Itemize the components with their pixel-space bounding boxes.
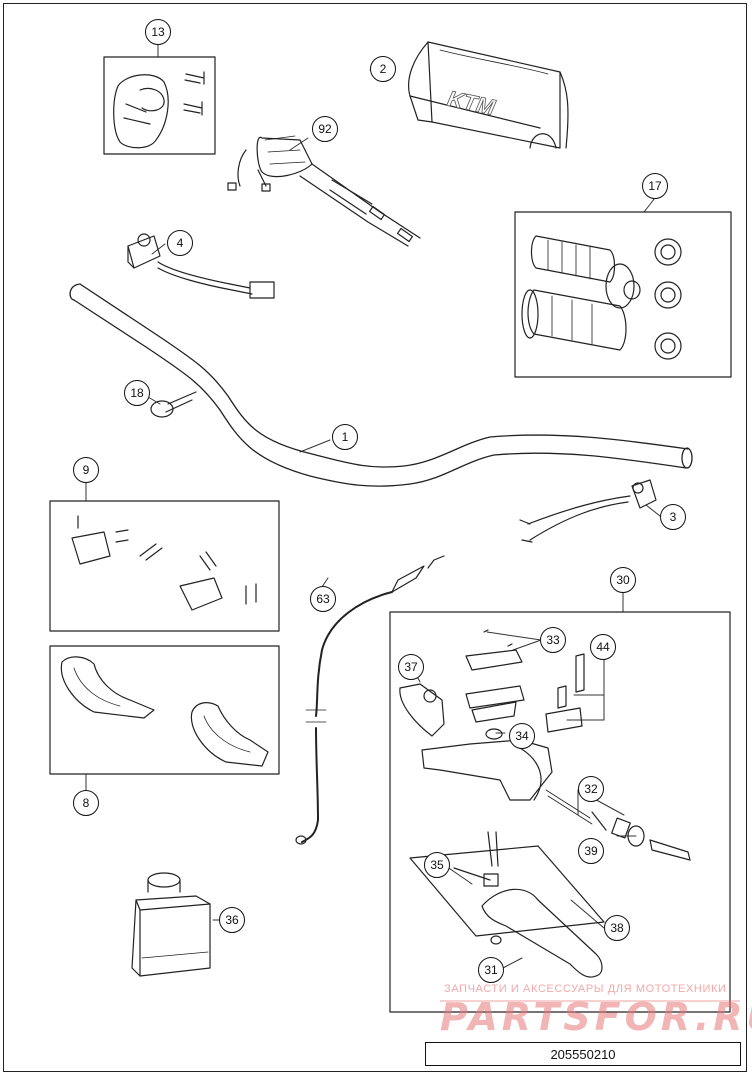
callout-38: 38 — [604, 915, 630, 941]
callout-39: 39 — [578, 838, 604, 864]
watermark-tagline: ЗАПЧАСТИ И АКСЕССУАРЫ ДЛЯ МОТОТЕХНИКИ — [444, 983, 727, 995]
group-box-17 — [514, 211, 732, 378]
callout-17: 17 — [642, 173, 668, 199]
brake-fluid-bottle-drawing — [131, 872, 211, 977]
handguards-drawing — [60, 656, 269, 767]
callout-31: 31 — [478, 957, 504, 983]
switch-13-drawing — [113, 71, 205, 149]
callout-13: 13 — [145, 19, 171, 45]
callout-3: 3 — [660, 504, 686, 530]
callout-92: 92 — [312, 116, 338, 142]
callout-32: 32 — [578, 776, 604, 802]
watermark-graphic — [440, 1000, 740, 1002]
callout-33: 33 — [540, 627, 566, 653]
group-box-13 — [103, 56, 216, 155]
group-box-8 — [49, 645, 280, 775]
cable-tie-drawing — [150, 391, 197, 418]
grips-drawing — [521, 235, 682, 360]
callout-30: 30 — [610, 567, 636, 593]
callout-9: 9 — [73, 457, 99, 483]
callout-2: 2 — [370, 56, 396, 82]
callout-36: 36 — [219, 907, 245, 933]
pad-logo: KTM — [445, 86, 497, 121]
master-cylinder-drawing — [399, 629, 691, 978]
callout-35: 35 — [424, 852, 450, 878]
kill-switch-4-drawing — [127, 233, 275, 299]
page-frame — [3, 3, 747, 1072]
leader-lines — [85, 44, 661, 969]
callout-34: 34 — [509, 723, 535, 749]
switch-3-drawing — [519, 479, 657, 543]
mount-kit-drawing — [71, 515, 257, 611]
callout-8: 8 — [73, 790, 99, 816]
callout-44: 44 — [590, 634, 616, 660]
brake-line-drawing — [295, 555, 445, 845]
callout-37: 37 — [398, 654, 424, 680]
handlebar-pad-drawing — [408, 41, 569, 149]
watermark-logo: PARTSFOR.RU — [440, 995, 752, 1039]
group-box-9 — [49, 500, 280, 632]
callout-63: 63 — [310, 586, 336, 612]
group-box-30 — [389, 611, 731, 1013]
callout-1: 1 — [332, 424, 358, 450]
throttle-assembly-drawing — [227, 135, 421, 247]
callout-4: 4 — [167, 230, 193, 256]
document-number: 205550210 — [425, 1042, 741, 1066]
callout-18: 18 — [124, 380, 150, 406]
handlebar-drawing — [69, 283, 693, 487]
